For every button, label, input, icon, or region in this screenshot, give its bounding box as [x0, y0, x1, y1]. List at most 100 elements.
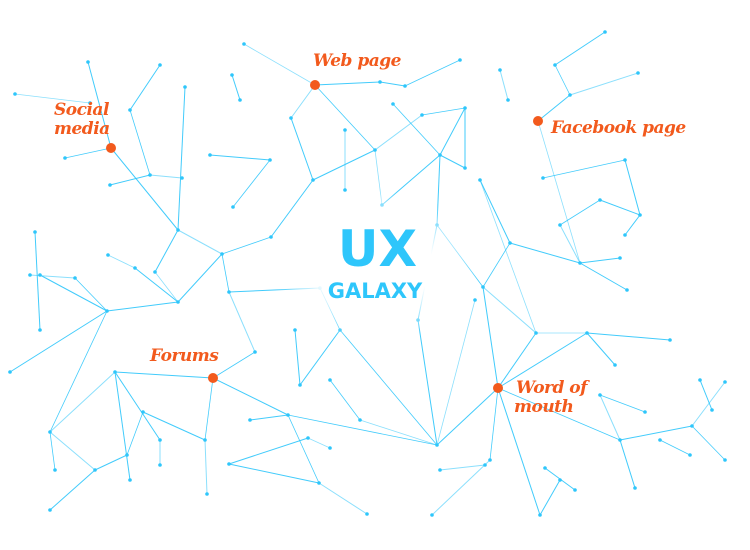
network-edge: [114, 371, 214, 379]
network-node: [48, 508, 52, 512]
network-edge: [87, 61, 112, 149]
network-edge: [497, 387, 621, 441]
network-node: [668, 338, 672, 342]
network-edge: [497, 387, 541, 516]
network-edge: [431, 459, 491, 516]
network-node: [636, 71, 640, 75]
hub-web-page: [310, 80, 320, 90]
network-node: [438, 153, 442, 157]
network-node: [220, 252, 224, 256]
network-edge: [659, 439, 691, 456]
network-node: [573, 488, 577, 492]
network-node: [48, 430, 52, 434]
network-edge: [231, 74, 241, 101]
title-ux: UX: [337, 220, 418, 278]
network-edge: [228, 291, 256, 353]
network-edge: [49, 310, 108, 433]
network-node: [158, 463, 162, 467]
network-node: [358, 418, 362, 422]
network-edge: [312, 149, 376, 181]
hub-social-media: [106, 143, 116, 153]
network-edge: [49, 431, 96, 471]
network-node: [435, 443, 439, 447]
network-node: [378, 80, 382, 84]
network-node: [38, 273, 42, 277]
network-edge: [212, 377, 289, 416]
network-node: [578, 261, 582, 265]
network-node: [618, 438, 622, 442]
network-edge: [154, 271, 179, 303]
label-forums: Forums: [150, 346, 219, 366]
network-node: [153, 270, 157, 274]
network-node: [268, 158, 272, 162]
network-edge: [221, 253, 230, 293]
network-node: [298, 383, 302, 387]
network-node: [463, 106, 467, 110]
network-node: [723, 380, 727, 384]
network-node: [508, 241, 512, 245]
network-node: [317, 481, 321, 485]
network-edge: [569, 72, 639, 96]
network-node: [183, 85, 187, 89]
network-edge: [537, 94, 571, 122]
network-edge: [579, 257, 621, 264]
network-node: [203, 438, 207, 442]
network-edge: [290, 117, 314, 181]
network-node: [269, 235, 273, 239]
network-edge: [421, 107, 466, 116]
network-edge: [290, 84, 316, 119]
network-edge: [439, 464, 486, 471]
network-edge: [479, 179, 537, 334]
network-edge: [149, 174, 183, 179]
label-line: Word of: [516, 378, 587, 398]
network-node: [53, 468, 57, 472]
network-edge: [109, 174, 151, 186]
network-edge: [404, 59, 461, 87]
network-edge: [482, 286, 499, 389]
label-line: media: [54, 119, 110, 139]
network-node: [373, 148, 377, 152]
network-node: [180, 176, 184, 180]
network-node: [603, 30, 607, 34]
network-node: [141, 410, 145, 414]
network-edge: [307, 437, 331, 449]
network-node: [488, 458, 492, 462]
network-node: [458, 58, 462, 62]
network-edge: [359, 419, 438, 446]
network-edge: [177, 253, 223, 303]
network-node: [585, 331, 589, 335]
network-edge: [559, 224, 581, 264]
network-edge: [49, 431, 56, 471]
network-node: [506, 98, 510, 102]
network-edge: [579, 262, 628, 291]
network-node: [365, 512, 369, 516]
network-edge: [329, 379, 361, 421]
network-node: [420, 113, 424, 117]
network-edge: [439, 154, 466, 169]
network-edge: [110, 147, 179, 231]
network-edge: [299, 329, 341, 386]
network-edge: [129, 64, 161, 111]
network-edge: [379, 81, 406, 87]
label-line: mouth: [514, 397, 574, 417]
network-node: [286, 413, 290, 417]
network-edge: [691, 381, 726, 427]
network-edge: [599, 199, 641, 216]
network-edge: [482, 286, 537, 334]
network-edge: [129, 109, 151, 176]
network-edge: [232, 159, 271, 208]
network-node: [253, 350, 257, 354]
network-edge: [9, 310, 108, 373]
network-node: [328, 378, 332, 382]
network-node: [623, 158, 627, 162]
network-edge: [539, 479, 561, 516]
network-node: [478, 178, 482, 182]
network-node: [498, 68, 502, 72]
label-web-page: Web page: [313, 51, 401, 71]
network-edge: [499, 69, 509, 101]
network-node: [638, 213, 642, 217]
network-edge: [509, 242, 581, 264]
network-node: [133, 266, 137, 270]
network-edge: [49, 371, 116, 433]
